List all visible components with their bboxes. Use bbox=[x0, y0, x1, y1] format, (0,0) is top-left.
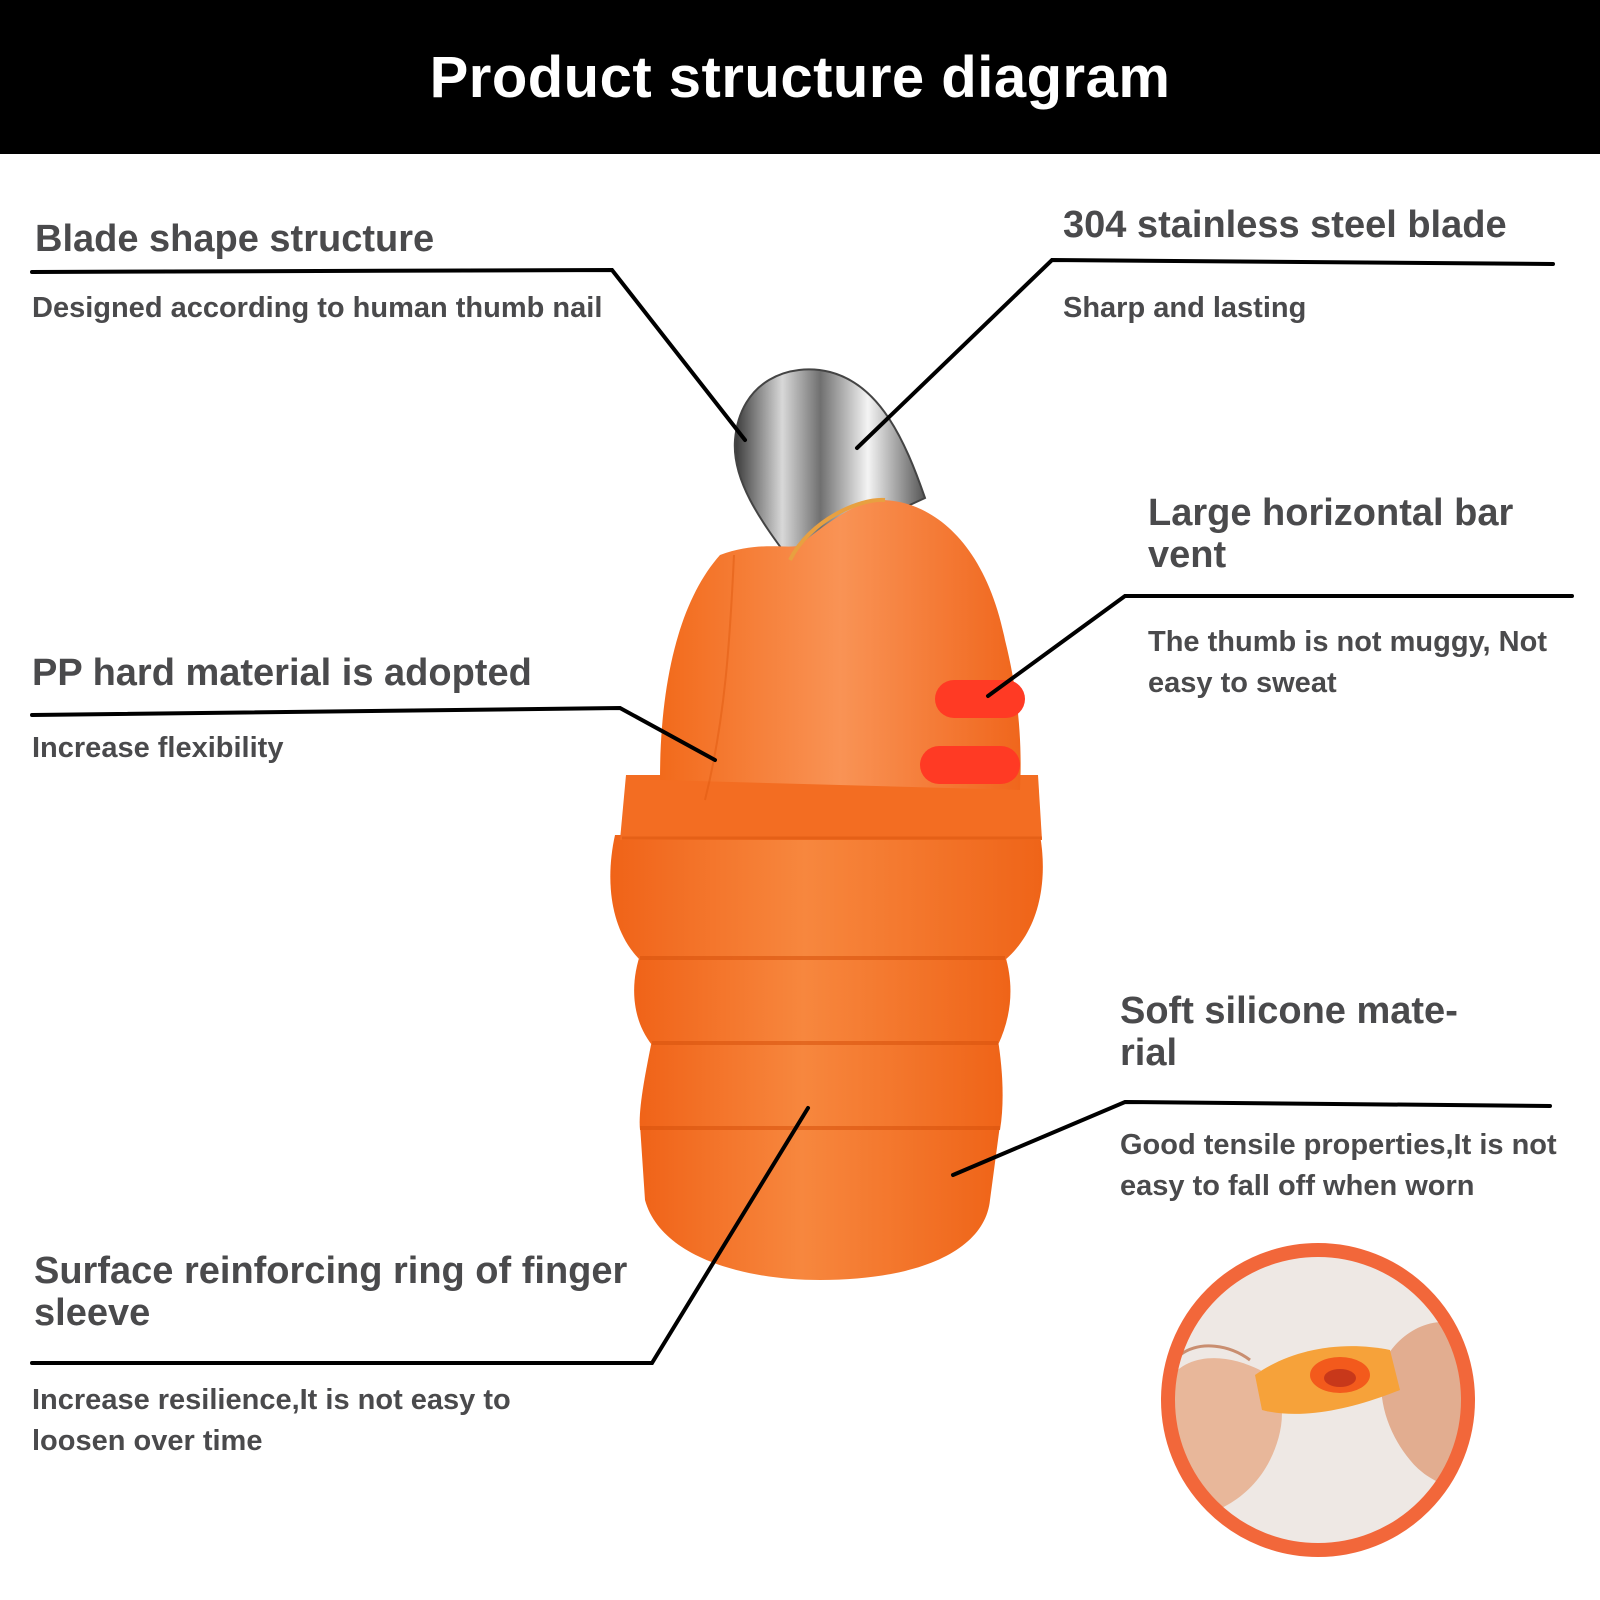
callout-desc-ring: Increase resilience,It is not easy to lo… bbox=[32, 1384, 511, 1457]
page-title: Product structure diagram bbox=[429, 44, 1171, 110]
callout-desc-blade-shape: Designed according to human thumb nail bbox=[32, 292, 603, 324]
horizontal-bar-vent bbox=[920, 680, 1025, 784]
callout-title-vent: Large horizontal bar vent bbox=[1148, 492, 1514, 576]
finger-sleeve-body bbox=[610, 775, 1043, 1280]
leader-line-blade-shape bbox=[30, 267, 747, 442]
callout-title-blade-shape: Blade shape structure bbox=[35, 218, 435, 260]
callout-desc-steel-blade: Sharp and lasting bbox=[1063, 292, 1307, 324]
leader-lines bbox=[30, 257, 1574, 1365]
callout-title-steel-blade: 304 stainless steel blade bbox=[1063, 204, 1507, 246]
callout-title-pp-material: PP hard material is adopted bbox=[32, 652, 532, 694]
pp-hard-cap bbox=[660, 497, 1021, 801]
callout-desc-vent: The thumb is not muggy, Not easy to swea… bbox=[1148, 626, 1547, 699]
callout-title-silicone: Soft silicone mate-rial bbox=[1120, 990, 1458, 1074]
leader-line-pp-material bbox=[30, 705, 717, 762]
leader-line-ring bbox=[30, 1106, 810, 1365]
inset-stretch-photo bbox=[1161, 1243, 1475, 1557]
leader-line-silicone bbox=[951, 1099, 1552, 1177]
header-bar: Product structure diagram bbox=[0, 0, 1600, 154]
callout-title-ring: Surface reinforcing ring of finger sleev… bbox=[34, 1250, 628, 1334]
callout-desc-silicone: Good tensile properties,It is not easy t… bbox=[1120, 1129, 1557, 1202]
leader-line-steel-blade bbox=[855, 257, 1555, 450]
callout-desc-pp-material: Increase flexibility bbox=[32, 732, 284, 764]
leader-line-vent bbox=[986, 594, 1574, 698]
